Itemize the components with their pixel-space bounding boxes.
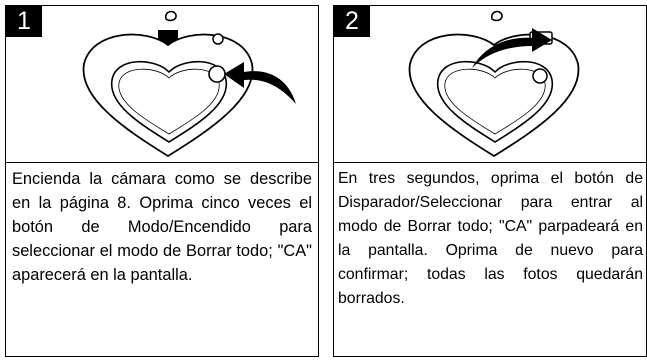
step-2-panel: 2 En tres segundos, oprima el botón de D… (333, 5, 647, 357)
camera-heart-power-button-arrow-icon (82, 10, 296, 158)
step-1-illustration: 1 (6, 6, 318, 163)
step-2-illustration: 2 (334, 6, 646, 163)
step-2-number-badge: 2 (334, 6, 370, 37)
step-1-description: Encienda la cámara como se describe en l… (12, 170, 312, 284)
step-1-panel: 1 Encienda la cámara como se describe en… (5, 5, 319, 357)
step-2-description: En tres segundos, oprima el botón de Dis… (338, 170, 643, 307)
camera-heart-shutter-button-arrow-icon (408, 10, 580, 158)
step-1-number-badge: 1 (6, 6, 42, 37)
